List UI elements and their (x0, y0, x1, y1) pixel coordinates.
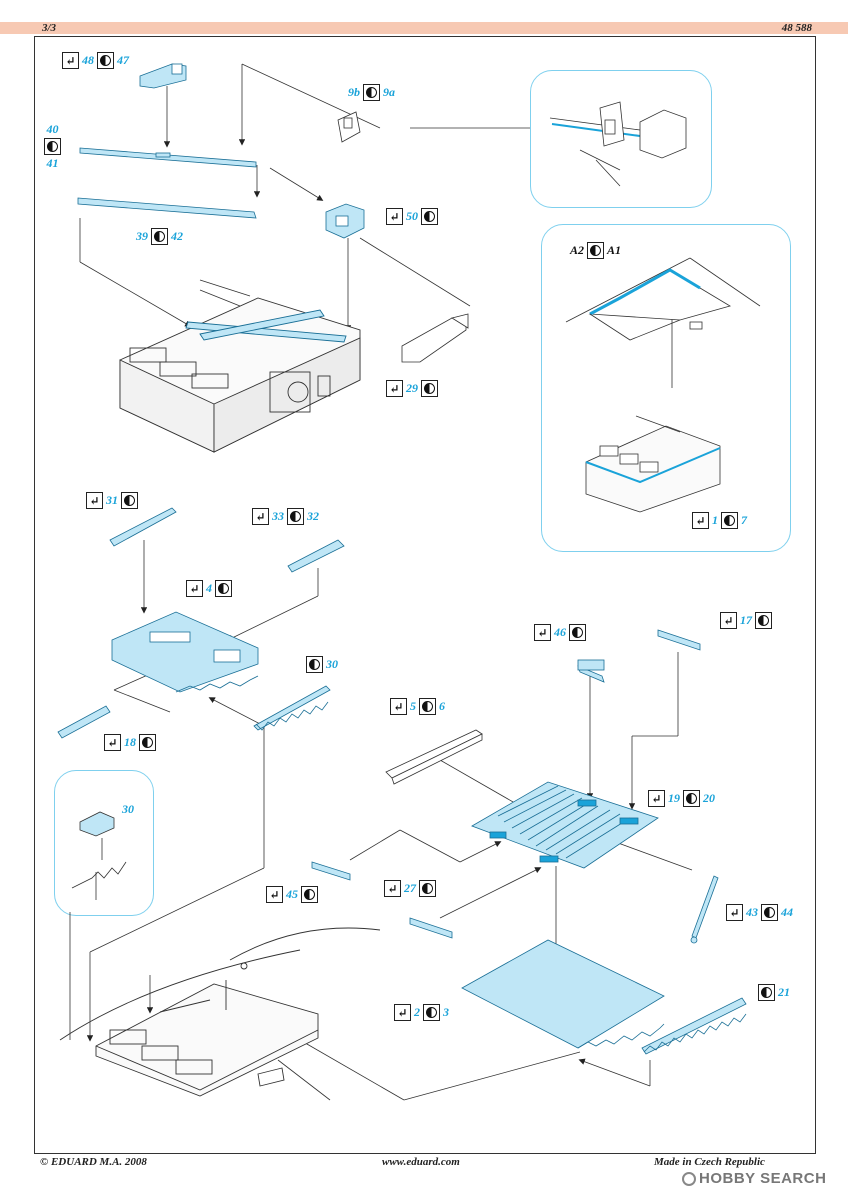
part-17 (657, 629, 701, 651)
etch-fret-icon (301, 886, 318, 903)
label-5-6: ↵ 5 6 (390, 698, 445, 715)
etch-fret-icon (421, 380, 438, 397)
label-18: ↵ 18 (104, 734, 156, 751)
watermark: HOBBY SEARCH (682, 1170, 826, 1187)
label-30-inset: 30 (122, 802, 134, 816)
bend-icon: ↵ (534, 624, 551, 641)
etch-fret-icon (121, 492, 138, 509)
etch-fret-icon (758, 984, 775, 1001)
part-29 (401, 313, 469, 363)
detail-inset-bracket (530, 70, 712, 208)
bend-icon: ↵ (104, 734, 121, 751)
header-bar (0, 22, 848, 34)
etch-fret-icon (569, 624, 586, 641)
page-number: 3/3 (42, 22, 57, 34)
part-30-comb (253, 685, 331, 731)
part-43-44-rod (690, 875, 719, 944)
bend-icon: ↵ (648, 790, 665, 807)
etch-fret-icon (761, 904, 778, 921)
etch-fret-icon (423, 1004, 440, 1021)
label-31: ↵ 31 (86, 492, 138, 509)
page-frame (34, 36, 816, 1154)
label-A2-A1: A2 A1 (570, 242, 622, 259)
bend-icon: ↵ (186, 580, 203, 597)
inset-bracket-detail (549, 101, 687, 187)
label-39-42: 39 42 (136, 228, 183, 245)
label-33-32: ↵ 33 32 (252, 508, 319, 525)
bend-icon: ↵ (386, 380, 403, 397)
part-45 (311, 861, 351, 881)
footer-copyright: © EDUARD M.A. 2008 (40, 1156, 147, 1168)
etch-fret-icon (419, 698, 436, 715)
label-2-3: ↵ 2 3 (394, 1004, 449, 1021)
etch-fret-icon (363, 84, 380, 101)
part-33-32-strip (287, 539, 345, 573)
plate-2-3 (461, 939, 665, 1049)
label-9b-9a: 9b 9a (348, 84, 395, 101)
etch-fret-icon (139, 734, 156, 751)
part-5-6-rail (385, 729, 483, 785)
label-17: ↵ 17 (720, 612, 772, 629)
inset-cover-detail (565, 257, 761, 513)
bend-icon: ↵ (252, 508, 269, 525)
part-48-47 (139, 63, 187, 89)
set-number: 48 588 (781, 22, 812, 34)
part-rods (77, 147, 257, 219)
bend-icon: ↵ (720, 612, 737, 629)
part-27 (409, 917, 453, 939)
hull-assembly-upper (119, 279, 361, 453)
etch-fret-icon (97, 52, 114, 69)
detail-inset-fold (54, 770, 154, 916)
label-4: ↵ 4 (186, 580, 232, 597)
plate-4 (111, 611, 259, 693)
label-46: ↵ 46 (534, 624, 586, 641)
label-27: ↵ 27 (384, 880, 436, 897)
etch-fret-icon (721, 512, 738, 529)
footer-website: www.eduard.com (382, 1156, 460, 1168)
etch-fret-icon (587, 242, 605, 259)
bend-icon: ↵ (692, 512, 709, 529)
label-1-7: ↵ 1 7 (692, 512, 747, 529)
label-50: ↵ 50 (386, 208, 438, 225)
part-31-strip (109, 507, 177, 547)
label-29: ↵ 29 (386, 380, 438, 397)
bend-icon: ↵ (726, 904, 743, 921)
watermark-logo-icon (682, 1172, 696, 1186)
bend-icon: ↵ (386, 208, 403, 225)
bend-icon: ↵ (86, 492, 103, 509)
etch-fret-icon (755, 612, 772, 629)
label-21: 21 (758, 984, 790, 1001)
inset-fold-detail (71, 811, 127, 900)
part-50 (325, 203, 365, 239)
bend-icon: ↵ (266, 886, 283, 903)
detail-inset-cover (541, 224, 791, 552)
part-46 (577, 659, 605, 683)
etch-fret-icon (419, 880, 436, 897)
label-40-41: 40 41 (44, 122, 61, 171)
label-43-44: ↵ 43 44 (726, 904, 793, 921)
bend-icon: ↵ (390, 698, 407, 715)
etch-fret-icon (215, 580, 232, 597)
label-48-47: ↵ 48 47 (62, 52, 129, 69)
footer-origin: Made in Czech Republic (654, 1156, 765, 1168)
label-30-comb: 30 (306, 656, 338, 673)
bend-icon: ↵ (384, 880, 401, 897)
bend-icon: ↵ (62, 52, 79, 69)
part-21-comb (641, 997, 747, 1055)
hull-assembly-lower (59, 927, 381, 1097)
etch-fret-icon (44, 138, 61, 155)
etch-fret-icon (683, 790, 700, 807)
part-9b-9a (337, 111, 361, 143)
bend-icon: ↵ (394, 1004, 411, 1021)
part-18-strip (57, 705, 111, 739)
etch-fret-icon (151, 228, 168, 245)
etch-fret-icon (287, 508, 304, 525)
etch-fret-icon (306, 656, 323, 673)
label-19-20: ↵ 19 20 (648, 790, 715, 807)
etch-fret-icon (421, 208, 438, 225)
label-45: ↵ 45 (266, 886, 318, 903)
watermark-text: HOBBY SEARCH (699, 1170, 827, 1187)
plate-19-20 (471, 781, 659, 869)
